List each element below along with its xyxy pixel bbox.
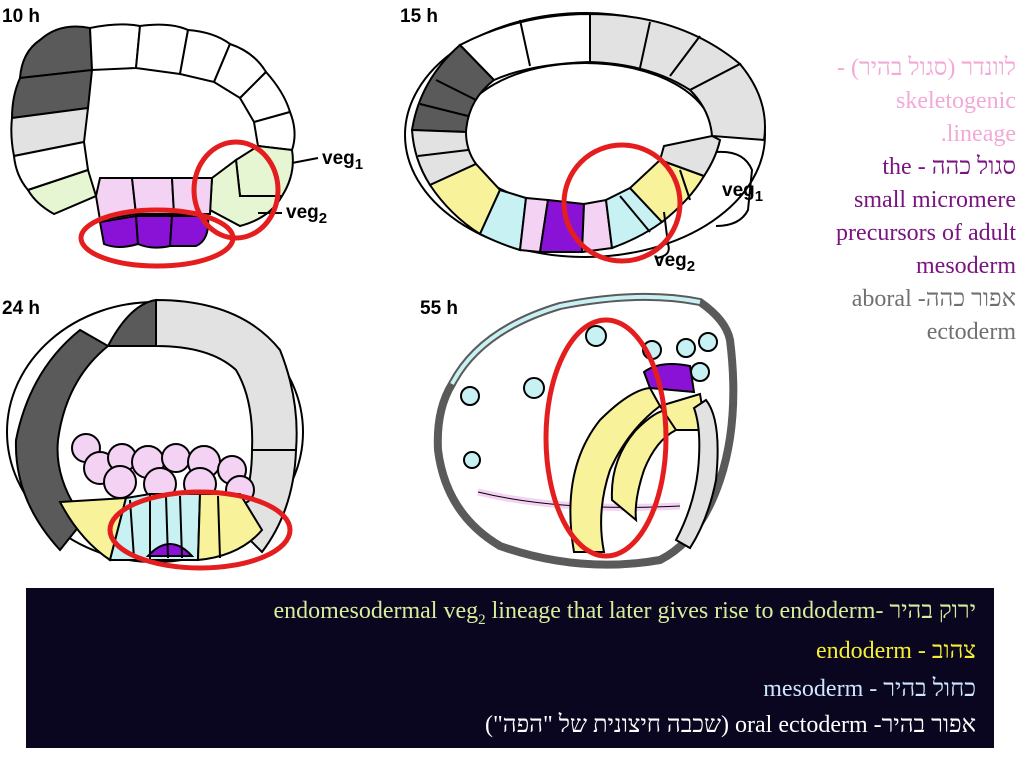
color-legend-bottom: endomesodermal veg2 lineage that later g… bbox=[26, 588, 994, 748]
legend-blue-line: כחול בהיר - mesoderm bbox=[763, 676, 976, 702]
embryo-55h bbox=[433, 292, 738, 569]
color-legend-right: לוונדר (סגול בהיר) - skeletogenic .linea… bbox=[770, 52, 1016, 349]
veg2-label-10h: veg2 bbox=[286, 202, 328, 227]
legend-purple-line-3: precursors of adult bbox=[836, 220, 1016, 246]
legend-grey-line-2: ectoderm bbox=[926, 319, 1016, 345]
legend-purple-line-4: mesoderm bbox=[916, 253, 1016, 279]
embryo-15h bbox=[404, 12, 766, 259]
legend-lavender-line-3: .lineage bbox=[940, 121, 1016, 147]
panel-label-24h: 24 h bbox=[2, 298, 41, 319]
highlight-circle-micromeres-10h bbox=[78, 207, 236, 269]
panel-label-10h: 10 h bbox=[2, 6, 41, 27]
legend-yellow-line: צהוב - endoderm bbox=[815, 638, 976, 664]
embryo-diagrams bbox=[6, 12, 766, 571]
embryo-24h bbox=[6, 298, 304, 563]
veg2-label-15h: veg2 bbox=[654, 250, 696, 275]
legend-green-line: endomesodermal veg2 lineage that later g… bbox=[273, 598, 977, 628]
legend-grey-line-1: אפור כהה- aboral bbox=[851, 286, 1016, 312]
legend-lavender-line-1: לוונדר (סגול בהיר) - bbox=[836, 55, 1016, 81]
panel-label-55h: 55 h bbox=[420, 298, 459, 319]
legend-lavender-line-2: skeletogenic bbox=[896, 88, 1016, 114]
legend-grey-line: אפור בהיר- oral ectoderm (שכבה חיצונית ש… bbox=[485, 712, 976, 738]
embryo-10h bbox=[10, 23, 319, 249]
highlight-circle-gut-55h bbox=[543, 317, 669, 559]
veg1-label-15h: veg1 bbox=[722, 180, 764, 205]
highlight-circle-veg-24h bbox=[107, 489, 293, 571]
veg1-label-10h: veg1 bbox=[322, 148, 364, 173]
panel-label-15h: 15 h bbox=[400, 6, 439, 27]
legend-purple-line-1: סגול כהה - the bbox=[882, 154, 1016, 180]
highlight-circle-veg-15h bbox=[561, 142, 683, 264]
highlight-circle-veg1-10h bbox=[191, 139, 281, 241]
legend-purple-line-2: small micromere bbox=[854, 187, 1016, 213]
